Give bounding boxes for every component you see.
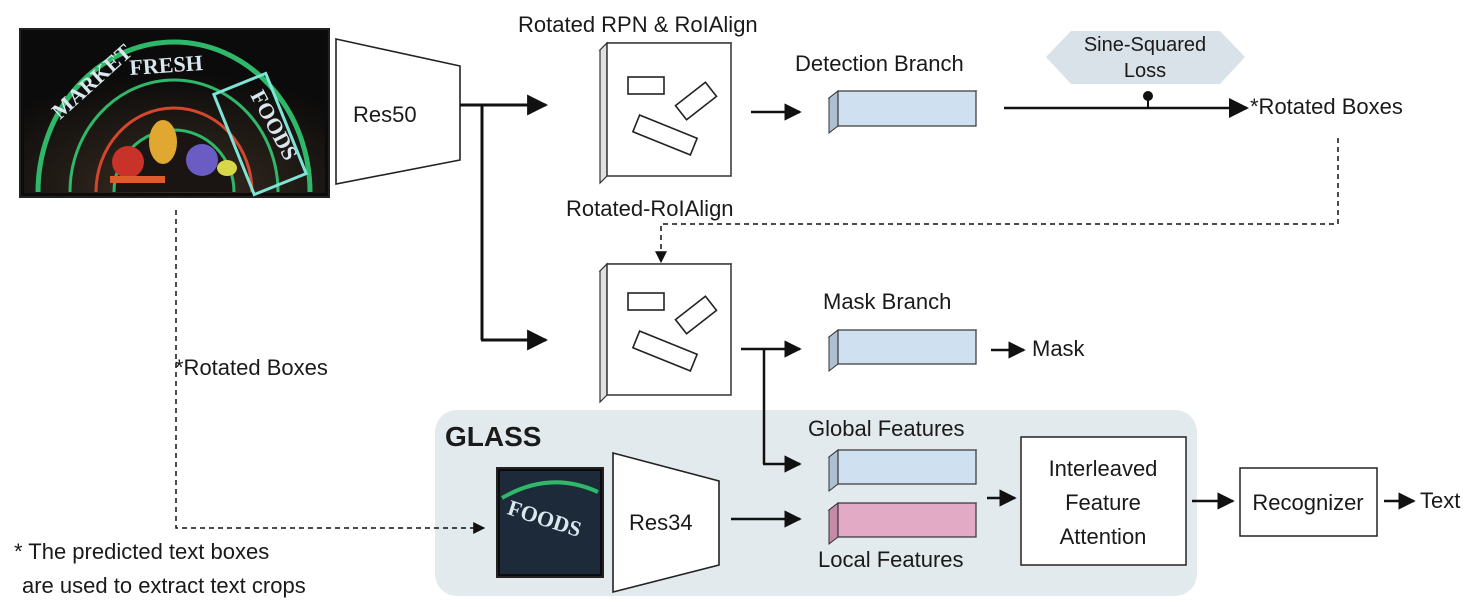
res34-block — [612, 451, 720, 594]
ifa-label-line1: Interleaved — [1049, 456, 1158, 481]
input-image: MARKET FRESH FOODS — [19, 28, 330, 198]
mask-output-label: Mask — [1032, 336, 1086, 361]
text-output-label: Text — [1420, 488, 1460, 513]
rotated-boxes-output-label: *Rotated Boxes — [1250, 94, 1403, 119]
footnote-line1: * The predicted text boxes — [14, 539, 269, 564]
rotated-rpn-label: Rotated RPN & RoIAlign — [518, 12, 758, 37]
glass-title: GLASS — [445, 421, 541, 452]
recognizer-block — [1239, 467, 1378, 537]
mask-branch-label: Mask Branch — [823, 289, 951, 314]
rotated-roialign-label: Rotated-RoIAlign — [566, 196, 734, 221]
ifa-block — [1020, 436, 1187, 566]
rotated-boxes-side-label: *Rotated Boxes — [175, 355, 328, 380]
detection-feature-block — [827, 89, 978, 135]
global-features-label: Global Features — [808, 416, 965, 441]
loss-label-line2: Loss — [1124, 60, 1166, 82]
rpn-block — [598, 41, 733, 185]
sign-fresh-text: FRESH — [129, 50, 204, 80]
res50-label: Res50 — [353, 102, 417, 127]
roialign-block — [598, 262, 733, 404]
local-features-label: Local Features — [818, 547, 964, 572]
local-feature-block — [827, 501, 978, 546]
boxes-feedback-dashed — [655, 138, 1339, 264]
detection-branch-label: Detection Branch — [795, 51, 964, 76]
loss-label-line1: Sine-Squared — [1084, 34, 1206, 56]
crop-extraction-dashed — [175, 210, 486, 534]
footnote-line2: are used to extract text crops — [22, 573, 306, 598]
recognizer-label: Recognizer — [1252, 490, 1363, 515]
res50-block — [335, 38, 461, 185]
loss-connector-dot — [1143, 91, 1153, 101]
highlight-box — [211, 71, 309, 197]
text-crop-image: FOODS — [496, 467, 604, 578]
mask-feature-block — [827, 328, 978, 373]
sine-squared-loss-hexagon — [1046, 31, 1245, 84]
global-feature-block — [827, 448, 978, 493]
ifa-label-line3: Attention — [1060, 524, 1147, 549]
res34-label: Res34 — [629, 510, 693, 535]
ifa-label-line2: Feature — [1065, 490, 1141, 515]
